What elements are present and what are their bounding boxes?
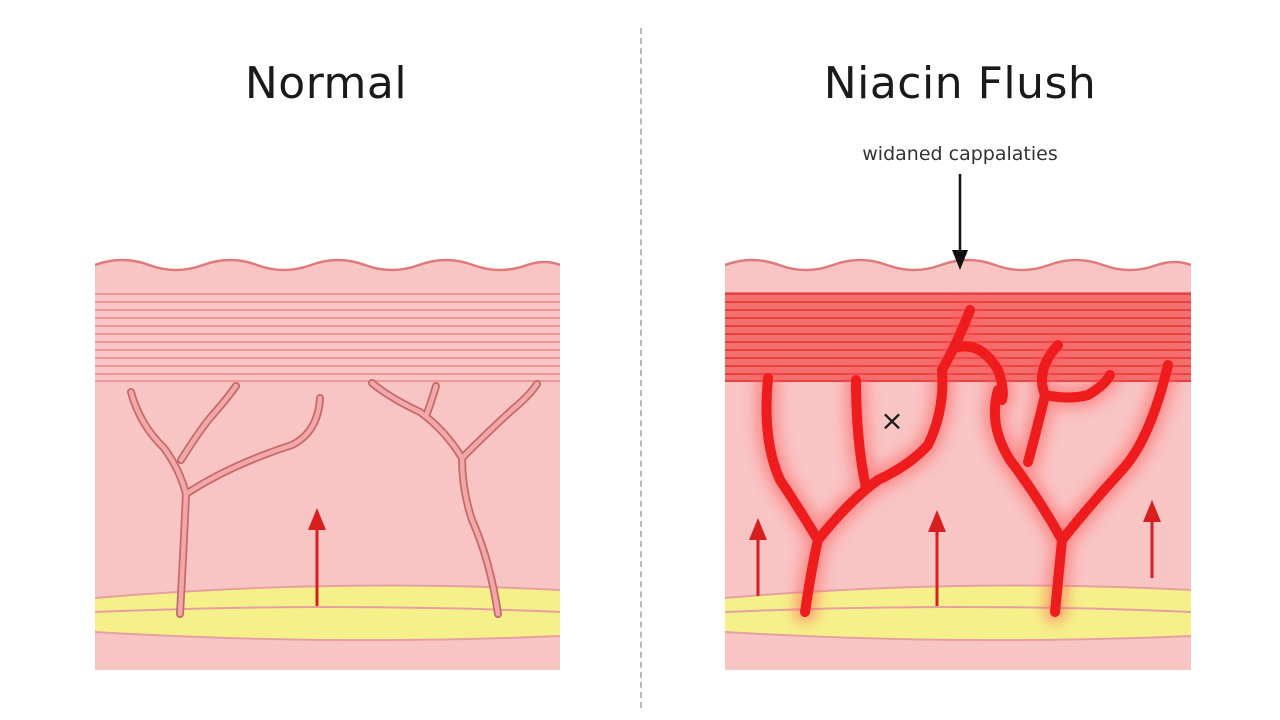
skin-surface-flush	[725, 258, 1191, 272]
fat-layer-normal	[95, 584, 560, 642]
panel-divider	[640, 28, 642, 708]
capillaries-normal	[127, 379, 541, 618]
panel-title-flush: Niacin Flush	[823, 58, 1097, 109]
up-arrow-icon	[308, 508, 326, 606]
epidermis-lines-normal	[95, 293, 560, 382]
down-arrow-icon	[952, 174, 968, 270]
up-arrow-icon	[928, 510, 946, 606]
panel-title-normal: Normal	[244, 58, 408, 109]
x-mark-icon: ×	[880, 404, 903, 437]
annotation-label: widaned cappalaties	[862, 143, 1058, 165]
skin-surface-normal	[95, 258, 560, 272]
skin-section-flush	[725, 258, 1191, 670]
up-arrow-icon	[1143, 500, 1161, 578]
fat-layer-flush	[725, 584, 1191, 642]
skin-body-normal	[95, 260, 560, 670]
capillaries-flush	[761, 305, 1173, 617]
skin-section-normal	[95, 258, 560, 670]
up-arrow-icon	[749, 518, 767, 596]
